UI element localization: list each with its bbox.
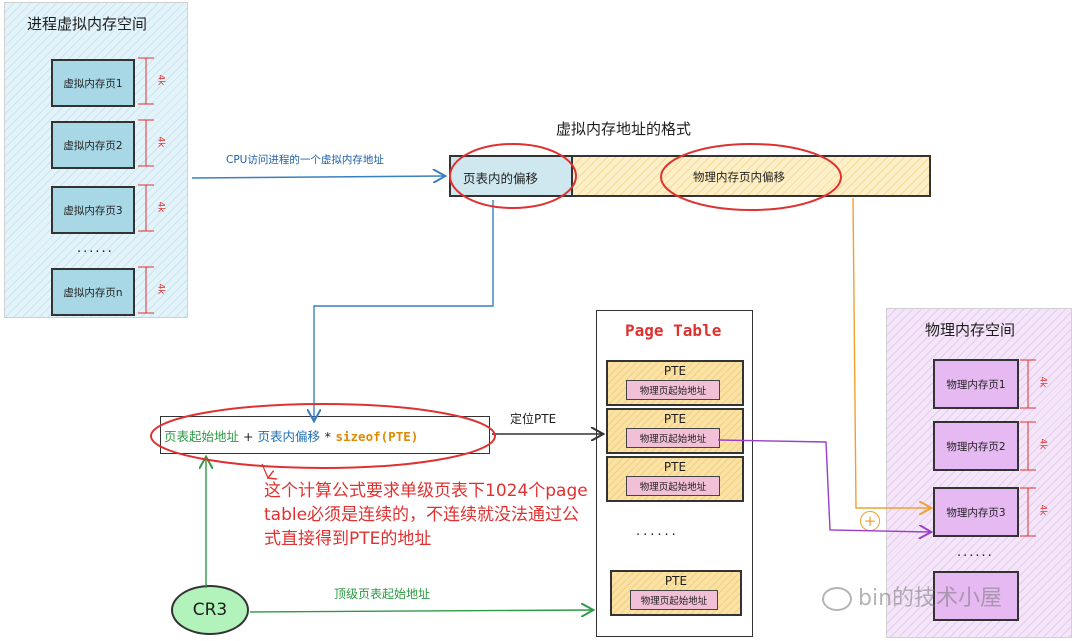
cr3-label: CR3 <box>192 600 228 620</box>
wechat-icon <box>822 587 852 611</box>
locate-pte-label: 定位PTE <box>510 412 557 426</box>
page-table-offset-label: 页表内的偏移 <box>463 171 539 186</box>
pte-entry: PTE 物理页起始地址 <box>610 570 742 616</box>
size-label-4k: 4k <box>155 74 166 86</box>
virtual-page-1: 虚拟内存页1 <box>51 59 135 107</box>
cpu-access-arrow <box>191 176 444 178</box>
virtual-page-2: 虚拟内存页2 <box>51 121 135 169</box>
virtual-pages-ellipsis: ...... <box>77 241 114 256</box>
formula-sizeof-pte: sizeof(PTE) <box>335 429 419 444</box>
offset-to-formula-arrow <box>314 200 494 420</box>
pte-physical-start: 物理页起始地址 <box>626 380 720 400</box>
size-label-4k: 4k <box>1037 376 1048 388</box>
pte-entry: PTE 物理页起始地址 <box>606 456 744 502</box>
plus-symbol: + <box>863 512 877 530</box>
virtual-page-3: 虚拟内存页3 <box>51 186 135 234</box>
add-icon: + <box>860 511 880 531</box>
formula-page-table-offset: 页表内偏移 <box>257 429 320 444</box>
size-label-4k: 4k <box>1037 438 1048 450</box>
watermark-text: bin的技术小屋 <box>858 586 1003 611</box>
physical-page-3: 物理内存页3 <box>933 487 1019 537</box>
cr3-to-page-table-arrow <box>249 610 592 612</box>
pte-label: PTE <box>664 574 688 588</box>
physical-page-offset-label: 物理内存页内偏移 <box>693 170 785 184</box>
size-label-4k: 4k <box>155 136 166 148</box>
cr3-register: CR3 <box>171 585 249 635</box>
size-label-4k: 4k <box>1037 504 1048 516</box>
physical-page-2: 物理内存页2 <box>933 421 1019 471</box>
formula-text: 页表起始地址 + 页表内偏移 * sizeof(PTE) <box>164 426 418 445</box>
pte-ellipsis: ...... <box>636 524 679 539</box>
virtual-memory-panel: 进程虚拟内存空间 虚拟内存页1 虚拟内存页2 虚拟内存页3 ...... 虚拟内… <box>4 2 188 318</box>
pte-physical-start: 物理页起始地址 <box>626 476 720 496</box>
note-text: 这个计算公式要求单级页表下1024个page table必须是连续的，不连续就没… <box>264 481 588 549</box>
page-table-title: Page Table <box>625 321 722 340</box>
cpu-arrow-label: CPU访问进程的一个虚拟内存地址 <box>226 154 384 166</box>
pte-physical-start: 物理页起始地址 <box>630 590 718 610</box>
cr3-arrow-label: 顶级页表起始地址 <box>334 587 431 601</box>
size-label-4k: 4k <box>155 201 166 213</box>
physical-page-offset-field: 物理内存页内偏移 <box>571 155 931 197</box>
physical-pages-ellipsis: ...... <box>957 545 994 560</box>
pte-entry: PTE 物理页起始地址 <box>606 360 744 406</box>
watermark: bin的技术小屋 <box>822 580 1002 612</box>
physical-memory-title: 物理内存空间 <box>925 321 1016 339</box>
formula-times: * <box>323 429 332 444</box>
physical-page-1: 物理内存页1 <box>933 359 1019 409</box>
formula-plus: + <box>243 429 254 444</box>
formula-page-table-start: 页表起始地址 <box>164 429 240 444</box>
pte-entry: PTE 物理页起始地址 <box>606 408 744 454</box>
page-table-offset-field: 页表内的偏移 <box>449 155 573 197</box>
pte-label: PTE <box>663 412 687 426</box>
pte-label: PTE <box>663 364 687 378</box>
virtual-memory-title: 进程虚拟内存空间 <box>27 15 148 33</box>
physical-page-n <box>933 571 1019 621</box>
virtual-page-n: 虚拟内存页n <box>51 268 135 316</box>
note-pointer <box>261 463 268 478</box>
pte-label: PTE <box>663 460 687 474</box>
address-format-title: 虚拟内存地址的格式 <box>556 120 692 138</box>
pte-physical-start: 物理页起始地址 <box>626 428 720 448</box>
size-label-4k: 4k <box>155 283 166 295</box>
